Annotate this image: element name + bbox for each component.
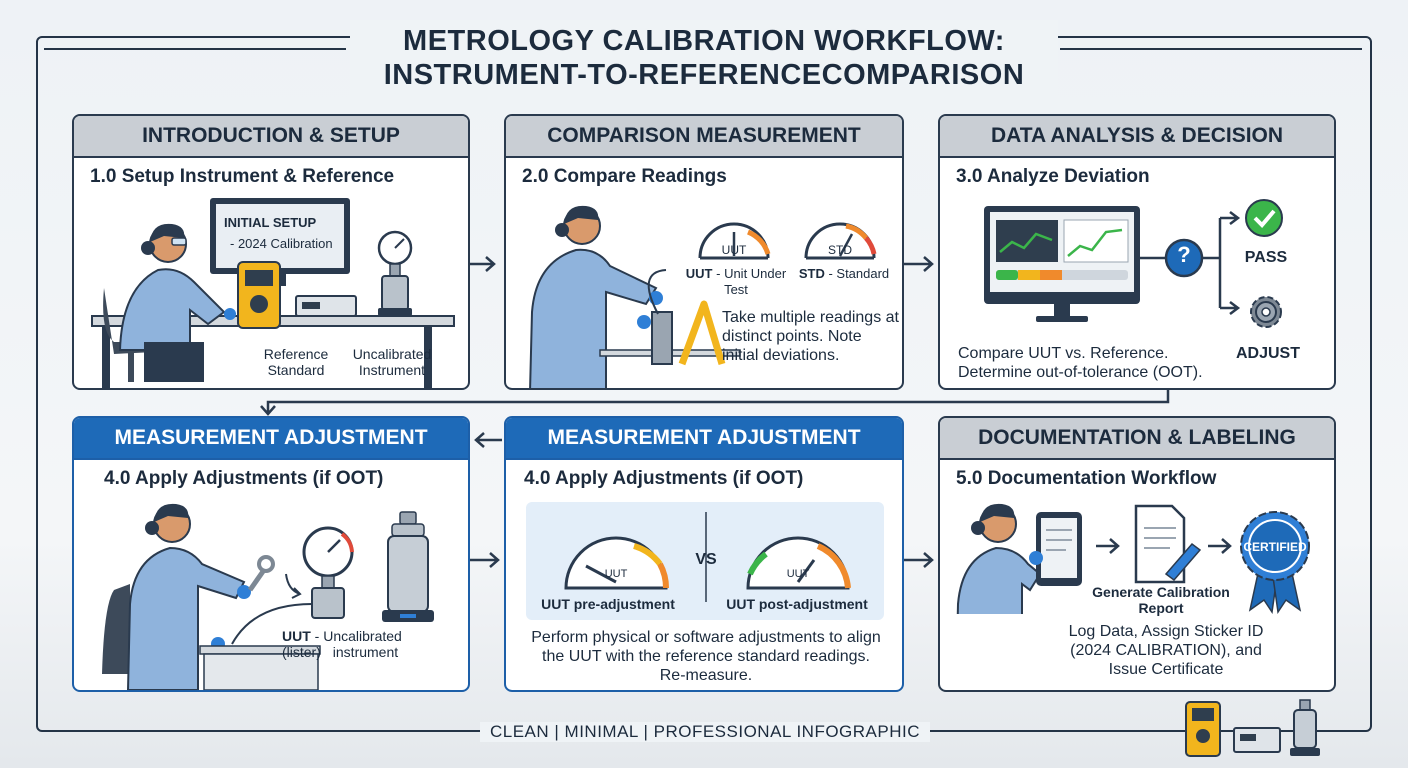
scientist-icon <box>956 503 1042 614</box>
setup-illustration <box>91 198 455 388</box>
title-background <box>350 20 1058 110</box>
uut-desc: - Uncalibrated <box>314 628 402 644</box>
analysis-note: Compare UUT vs. Reference. Determine out… <box>958 345 1203 381</box>
monitor-line-2: - 2024 Calibration <box>230 236 333 251</box>
panel-header: INTRODUCTION & SETUP <box>74 116 468 158</box>
vs-label: VS <box>695 551 717 568</box>
uut-desc-2a: (lister) <box>282 644 321 660</box>
panel-introduction-setup: INTRODUCTION & SETUP 1.0 Setup Instrumen… <box>72 114 470 390</box>
generate-report-label: Generate Calibration Report <box>1092 584 1230 616</box>
footer-tagline: CLEAN | MINIMAL | PROFESSIONAL INFOGRAPH… <box>480 722 930 742</box>
label-reference-standard: Reference Standard <box>263 346 329 378</box>
gauge-icon <box>746 536 851 590</box>
checkmark-icon <box>1245 199 1283 237</box>
gauge-uut-label: UUT <box>721 243 747 257</box>
std-meaning: - Standard <box>828 266 890 281</box>
question-mark: ? <box>1177 242 1191 267</box>
certified-badge-icon <box>1240 511 1310 614</box>
uut-desc-2b: instrument <box>332 644 399 660</box>
corner-instruments <box>1185 699 1320 757</box>
gauge-left-label: UUT <box>604 568 628 580</box>
title-rule-right <box>1060 48 1362 50</box>
step-title: 1.0 Setup Instrument & Reference <box>90 166 395 187</box>
step-title: 3.0 Analyze Deviation <box>956 166 1150 187</box>
comparison-note: Take multiple readings at distinct point… <box>722 309 899 364</box>
panel-measurement-adjustment-left: MEASUREMENT ADJUSTMENT 4.0 Apply Adjustm… <box>72 416 470 692</box>
title-line-2: INSTRUMENT-TO-REFERENCECOMPARISON <box>383 59 1025 91</box>
gauge-right-label: UUT <box>786 568 810 580</box>
panel-comparison-measurement: COMPARISON MEASUREMENT 2.0 Compare Readi… <box>504 114 904 390</box>
monitor-text: INITIAL SETUP - 2024 Calibration <box>224 212 350 254</box>
documentation-note: Log Data, Assign Sticker ID (2024 CALIBR… <box>1068 623 1264 678</box>
multimeter-icon <box>237 261 281 329</box>
gauge-std-label: STD <box>828 243 852 257</box>
title-rule-left <box>44 48 346 50</box>
adjust-label: ADJUST <box>1235 345 1300 362</box>
panel-measurement-adjustment-center: MEASUREMENT ADJUSTMENT 4.0 Apply Adjustm… <box>504 416 904 692</box>
uut-definition: UUT - Unit Under Test <box>674 266 798 298</box>
step-title: 4.0 Apply Adjustments (if OOT) <box>104 468 384 489</box>
certified-text: CERTIFIED <box>1243 540 1307 554</box>
monitor-icon <box>984 206 1140 322</box>
gauge-icon <box>804 222 877 260</box>
adjustment-note: Perform physical or software adjustments… <box>531 629 881 684</box>
scientist-icon <box>118 223 236 382</box>
panel-documentation-labeling: DOCUMENTATION & LABELING 5.0 Documentati… <box>938 416 1336 692</box>
panel-header: DATA ANALYSIS & DECISION <box>940 116 1334 158</box>
gauge-icon <box>564 536 670 590</box>
monitor-line-1: INITIAL SETUP <box>224 215 317 230</box>
uut-meaning: - Unit Under Test <box>716 266 787 297</box>
gauge-icon <box>698 222 771 260</box>
uut-abbr: UUT <box>685 266 713 281</box>
std-abbr: STD <box>798 266 825 281</box>
uut-uncalibrated-label: UUT - Uncalibrated (lister) instrument <box>282 628 452 660</box>
document-icon <box>1134 504 1202 584</box>
pressure-cylinder <box>382 511 434 622</box>
scientist-icon <box>529 205 663 388</box>
label-uncalibrated-instrument: Uncalibrated Instrument <box>352 346 432 378</box>
gauge-icon <box>377 230 413 316</box>
documentation-illustration <box>956 503 1310 614</box>
gauge-icon <box>231 526 354 645</box>
analysis-illustration <box>984 199 1283 328</box>
step-title: 5.0 Documentation Workflow <box>956 468 1217 489</box>
page-title: METROLOGY CALIBRATION WORKFLOW: INSTRUME… <box>350 24 1058 92</box>
wrench-icon <box>247 555 275 592</box>
gauge-comparison <box>564 512 851 602</box>
panel-header: MEASUREMENT ADJUSTMENT <box>506 418 902 460</box>
post-adjustment-label: UUT post-adjustment <box>726 596 868 612</box>
panel-header: MEASUREMENT ADJUSTMENT <box>74 418 468 460</box>
tablet-icon <box>1029 512 1082 586</box>
title-line-1: METROLOGY CALIBRATION WORKFLOW: <box>403 25 1005 57</box>
pass-label: PASS <box>1244 249 1288 266</box>
gear-icon <box>1250 296 1282 328</box>
pre-adjustment-label: UUT pre-adjustment <box>541 596 675 612</box>
step-title: 2.0 Compare Readings <box>522 166 727 187</box>
multimeter-icon <box>1185 701 1221 757</box>
step-title: 4.0 Apply Adjustments (if OOT) <box>524 468 804 489</box>
comparison-illustration <box>529 205 877 388</box>
monitor-icon <box>210 198 350 286</box>
adjustment-illustration <box>102 503 434 690</box>
panel-data-analysis: DATA ANALYSIS & DECISION 3.0 Analyze Dev… <box>938 114 1336 390</box>
uut-abbr: UUT <box>282 628 311 644</box>
panel-header: DOCUMENTATION & LABELING <box>940 418 1334 460</box>
scientist-icon <box>126 503 251 690</box>
panel-header: COMPARISON MEASUREMENT <box>506 116 902 158</box>
std-definition: STD - Standard <box>794 266 894 282</box>
